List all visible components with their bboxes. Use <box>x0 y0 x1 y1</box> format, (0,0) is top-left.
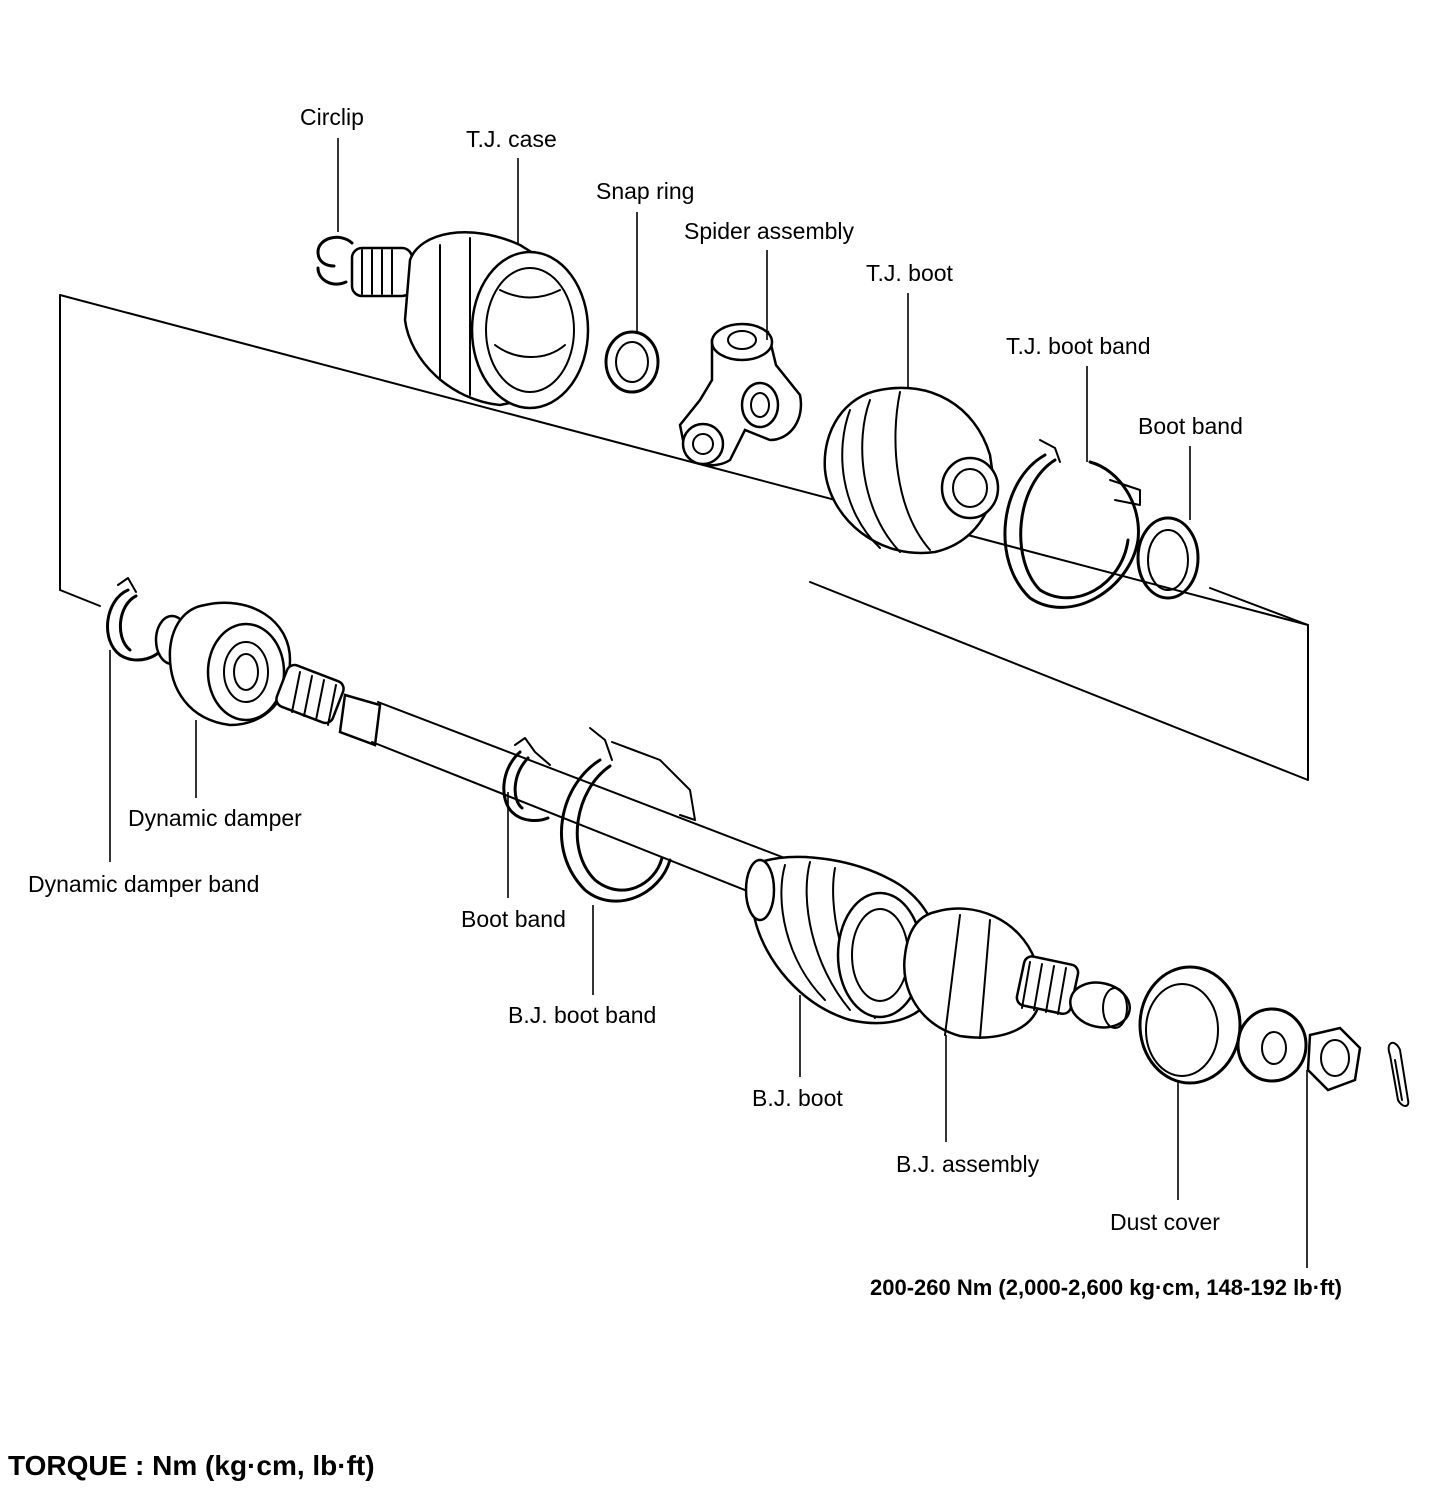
label-bj-boot-band: B.J. boot band <box>508 1002 657 1028</box>
tj-boot-band-part <box>1003 439 1141 609</box>
castle-nut-part <box>1306 1026 1362 1092</box>
label-bj-assembly: B.J. assembly <box>896 1151 1040 1177</box>
circlip-part <box>316 235 354 286</box>
label-tj-case: T.J. case <box>466 126 557 152</box>
label-nut-torque: 200-260 Nm (2,000-2,600 kg·cm, 148-192 l… <box>870 1275 1343 1300</box>
dynamic-damper-part <box>154 601 292 727</box>
label-dynamic-damper: Dynamic damper <box>128 805 302 831</box>
spider-assembly-part <box>678 322 803 467</box>
label-dynamic-damper-band: Dynamic damper band <box>28 871 260 897</box>
exploded-view-bracket <box>59 294 1309 781</box>
snap-ring-part <box>604 330 660 394</box>
label-snap-ring: Snap ring <box>596 178 695 204</box>
label-circlip: Circlip <box>300 104 364 130</box>
label-tj-boot-band: T.J. boot band <box>1006 333 1151 359</box>
tj-case-part <box>350 231 590 410</box>
label-boot-band-upper: Boot band <box>1138 413 1243 439</box>
label-dust-cover: Dust cover <box>1110 1209 1220 1235</box>
cotter-pin-part <box>1387 1041 1410 1107</box>
washer-part <box>1236 1007 1308 1083</box>
dust-cover-part <box>1138 965 1242 1085</box>
label-bj-boot: B.J. boot <box>752 1085 843 1111</box>
bj-boot-part <box>744 855 943 1025</box>
tj-boot-part <box>823 386 1000 555</box>
label-spider-assembly: Spider assembly <box>684 218 855 244</box>
label-tj-boot: T.J. boot <box>866 260 953 286</box>
boot-band-lower-part <box>502 737 551 822</box>
leader-lines <box>109 138 1308 1268</box>
boot-band-upper-part <box>1136 516 1200 600</box>
bj-boot-band-part <box>560 727 696 903</box>
shaft-part <box>275 663 791 901</box>
torque-units-legend: TORQUE : Nm (kg·cm, lb·ft) <box>8 1450 375 1481</box>
label-boot-band-lower: Boot band <box>461 906 566 932</box>
dynamic-damper-band-part <box>106 577 170 662</box>
bj-assembly-part <box>903 907 1131 1039</box>
